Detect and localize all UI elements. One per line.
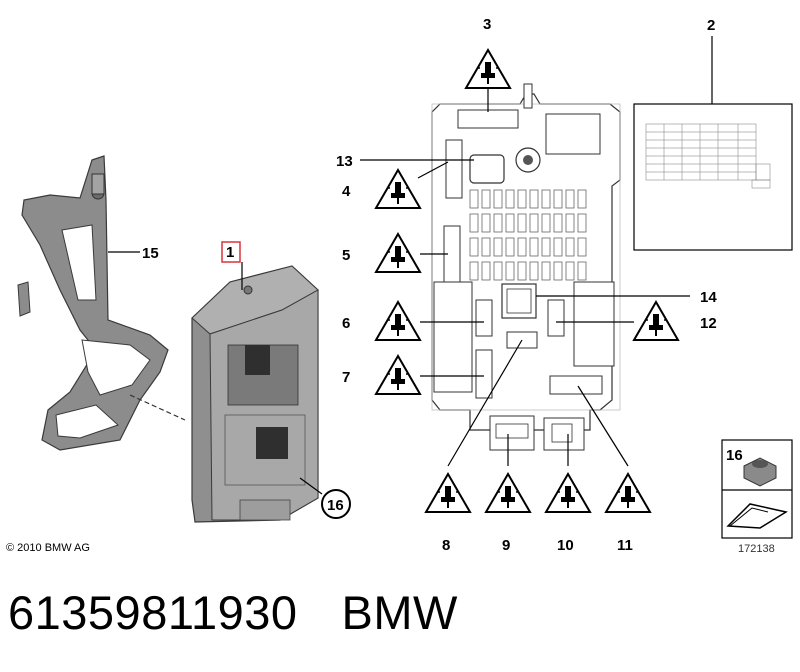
callout-4: 4 bbox=[342, 183, 351, 200]
connector-6-symbol bbox=[375, 301, 421, 341]
callout-16: 16 bbox=[327, 497, 344, 514]
connector-8-symbol bbox=[425, 473, 471, 513]
inset-ref-number: 172138 bbox=[738, 543, 775, 555]
fuse-label-sheet bbox=[633, 103, 793, 251]
callout-16-circle bbox=[321, 489, 351, 519]
callout-2: 2 bbox=[707, 17, 715, 34]
inset-label-16: 16 bbox=[726, 447, 743, 464]
connector-10-symbol bbox=[545, 473, 591, 513]
connector-11-symbol bbox=[605, 473, 651, 513]
callout-7: 7 bbox=[342, 369, 350, 386]
connector-3-symbol bbox=[465, 49, 511, 89]
callout-6: 6 bbox=[342, 315, 350, 332]
callout-10: 10 bbox=[557, 537, 574, 554]
copyright-text: © 2010 BMW AG bbox=[6, 542, 90, 554]
callout-8: 8 bbox=[442, 537, 450, 554]
callout-12: 12 bbox=[700, 315, 717, 332]
connector-5-symbol bbox=[375, 233, 421, 273]
callout-14: 14 bbox=[700, 289, 717, 306]
fuse-box-front-view bbox=[431, 83, 621, 451]
callout-15: 15 bbox=[142, 245, 159, 262]
callout-13: 13 bbox=[336, 153, 353, 170]
connector-12-symbol bbox=[633, 301, 679, 341]
callout-5: 5 bbox=[342, 247, 350, 264]
part-number: 61359811930 bbox=[8, 586, 298, 639]
callout-3: 3 bbox=[483, 16, 491, 33]
mounting-bracket bbox=[17, 155, 186, 451]
body-control-module bbox=[191, 262, 323, 523]
nut-inset bbox=[721, 439, 793, 539]
connector-9-symbol bbox=[485, 473, 531, 513]
callout-11: 11 bbox=[617, 537, 633, 554]
connector-4-symbol bbox=[375, 169, 421, 209]
leader-lines bbox=[360, 36, 713, 467]
part-highlight-box bbox=[221, 241, 241, 263]
part-line: 61359811930 BMW bbox=[8, 585, 458, 640]
connector-7-symbol bbox=[375, 355, 421, 395]
parts-diagram: 15 1 16 bbox=[17, 16, 793, 555]
callout-1: 1 bbox=[226, 244, 234, 261]
brand-name: BMW bbox=[341, 586, 458, 639]
callout-9: 9 bbox=[502, 537, 510, 554]
